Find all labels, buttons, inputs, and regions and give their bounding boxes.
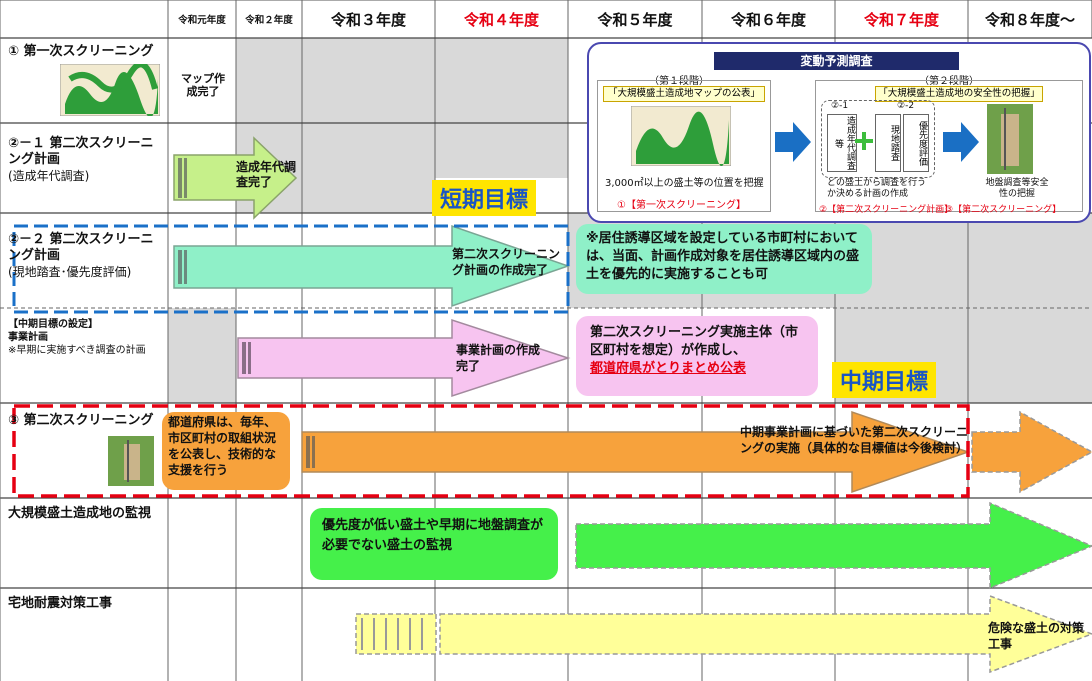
inset-stage2: （第２段階）	[919, 76, 979, 87]
note-plan-done: 第二次スクリーニング計画の作成完了	[452, 247, 561, 277]
note-age-done: 造成年代調査完了	[236, 160, 297, 189]
row-plan-age: ②－１ 第二次スクリーニング計画(造成年代調査)	[8, 136, 154, 183]
inset-stage2-cap: どの盛土から調査を行うか決める計画の作成	[827, 178, 927, 199]
note-danger: 危険な盛土の対策工事	[988, 621, 1085, 651]
note-mid-impl: 中期事業計画に基づいた第二次スクリーニングの実施（具体的な目標値は今後検討）	[740, 425, 969, 455]
arrow-monitoring	[575, 501, 1092, 590]
inset-map-icon	[631, 106, 731, 166]
inset-arrow-1	[775, 122, 811, 162]
inset-s22: ②-2	[897, 101, 915, 111]
inset-s21: ②-1	[831, 101, 849, 111]
inset-v2: 現地踏査	[875, 114, 901, 172]
row-construction: 宅地耐震対策工事	[8, 596, 113, 611]
note-map-done: マップ作成完了	[181, 72, 225, 98]
inset-title: 変動予測調査	[714, 52, 959, 70]
inset-v1: 造成年代調査等	[827, 114, 857, 172]
row-plan-field: ②－２ 第二次スクリーニング計画(現地踏査･優先度評価)	[8, 232, 154, 279]
inset-stage3-cap: 地盤調査等安全性の把握	[985, 178, 1049, 199]
year-r2: 令和２年度	[245, 15, 293, 26]
arrow-construction	[439, 594, 1092, 674]
arrow-secondary-screening-cont	[971, 410, 1092, 494]
year-r5: 令和５年度	[597, 10, 673, 29]
survey-photo	[108, 436, 154, 486]
inset-stage1: （第１段階）	[649, 76, 709, 87]
inset-stage3-lbl: ③【第二次スクリーニング】	[945, 205, 1062, 215]
arrow-secondary-screening	[301, 410, 971, 494]
arrow-business-plan	[237, 318, 571, 398]
year-r8: 令和８年度～	[984, 10, 1075, 29]
row-first-screening: ① 第一次スクリーニング	[8, 44, 154, 59]
arrow-age-survey	[173, 136, 298, 220]
inset-stage2-box: 「大規模盛土造成地の安全性の把握」	[875, 86, 1043, 102]
pref-support-box: 都道府県は、毎年、市区町村の取組状況を公表し、技術的な支援を行う	[162, 412, 290, 490]
entity-box: 第二次スクリーニング実施主体（市区町村を想定）が作成し、都道府県がとりまとめ公表	[576, 316, 818, 396]
inset-arrow-2	[943, 122, 979, 162]
row-monitoring: 大規模盛土造成地の監視	[8, 506, 152, 521]
year-r7: 令和７年度	[863, 10, 939, 29]
short-term-goal: 短期目標	[432, 180, 537, 216]
plus-icon	[855, 132, 873, 150]
inset-stage1-box: 「大規模盛土造成地マップの公表」	[603, 86, 765, 102]
inset-forecast-survey: 変動予測調査 （第１段階） 「大規模盛土造成地マップの公表」 3,000㎡以上の…	[587, 42, 1091, 223]
year-r4: 令和４年度	[463, 10, 539, 29]
mid-term-frame	[12, 404, 970, 498]
inset-stage1-cap: 3,000㎡以上の盛土等の位置を把握	[605, 178, 764, 189]
year-r6: 令和６年度	[730, 10, 806, 29]
year-r1: 令和元年度	[178, 15, 226, 26]
inset-photo	[987, 104, 1033, 174]
row-business-plan: 【中期目標の設定】事業計画※早期に実施すべき調査の計画	[8, 319, 146, 356]
map-thumbnail	[60, 64, 160, 116]
inset-v3: 優先度評価	[903, 114, 929, 172]
row-secondary-screening: ③ 第二次スクリーニング	[8, 413, 154, 428]
residence-area-box: ※居住誘導区域を設定している市町村においては、当面、計画作成対象を居住誘導区域内…	[576, 224, 872, 294]
year-r3: 令和３年度	[330, 10, 406, 29]
note-biz-done: 事業計画の作成完了	[456, 343, 541, 373]
inset-stage2-lbl: ②【第二次スクリーニング計画】	[819, 205, 954, 215]
monitor-box: 優先度が低い盛土や早期に地盤調査が必要でない盛土の監視	[310, 508, 558, 580]
inset-stage1-lbl: ①【第一次スクリーニング】	[617, 200, 746, 211]
mid-term-goal: 中期目標	[832, 362, 937, 398]
arrow-plan	[173, 224, 571, 308]
